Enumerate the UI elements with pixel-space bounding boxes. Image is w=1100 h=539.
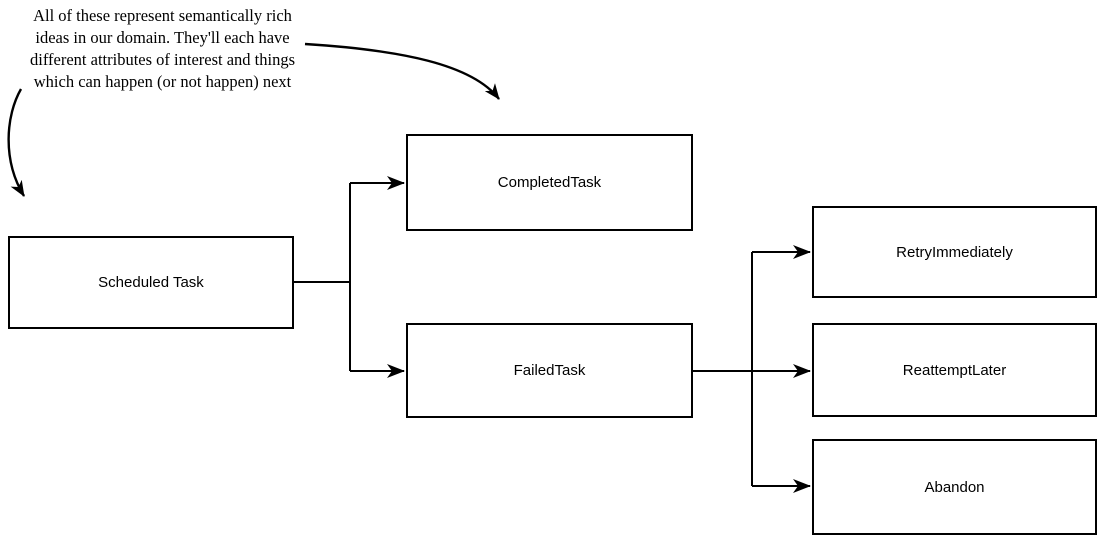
annotation-line: All of these represent semantically rich [33,6,292,25]
annotation-line: which can happen (or not happen) next [33,72,292,91]
node-label: CompletedTask [497,174,602,191]
node-reattempt-later: ReattemptLater [812,323,1097,417]
node-abandon: Abandon [812,439,1097,535]
annotation-note: All of these represent semantically rich… [15,5,310,93]
annotation-arrow-to-scheduled-task [7,88,26,197]
annotation-arrow-to-completed-task [304,42,500,100]
node-label: ReattemptLater [902,361,1007,379]
node-completed-task: CompletedTask [406,134,693,231]
annotation-line: different attributes of interest and thi… [30,50,295,69]
node-retry-immediately: RetryImmediately [812,206,1097,298]
annotation-line: ideas in our domain. They'll each have [35,28,290,47]
node-label: FailedTask [513,362,586,379]
node-failed-task: FailedTask [406,323,693,418]
node-scheduled-task: Scheduled Task [8,236,294,329]
node-label: Abandon [924,478,985,496]
node-label: Scheduled Task [98,274,204,291]
node-label: RetryImmediately [896,243,1013,261]
